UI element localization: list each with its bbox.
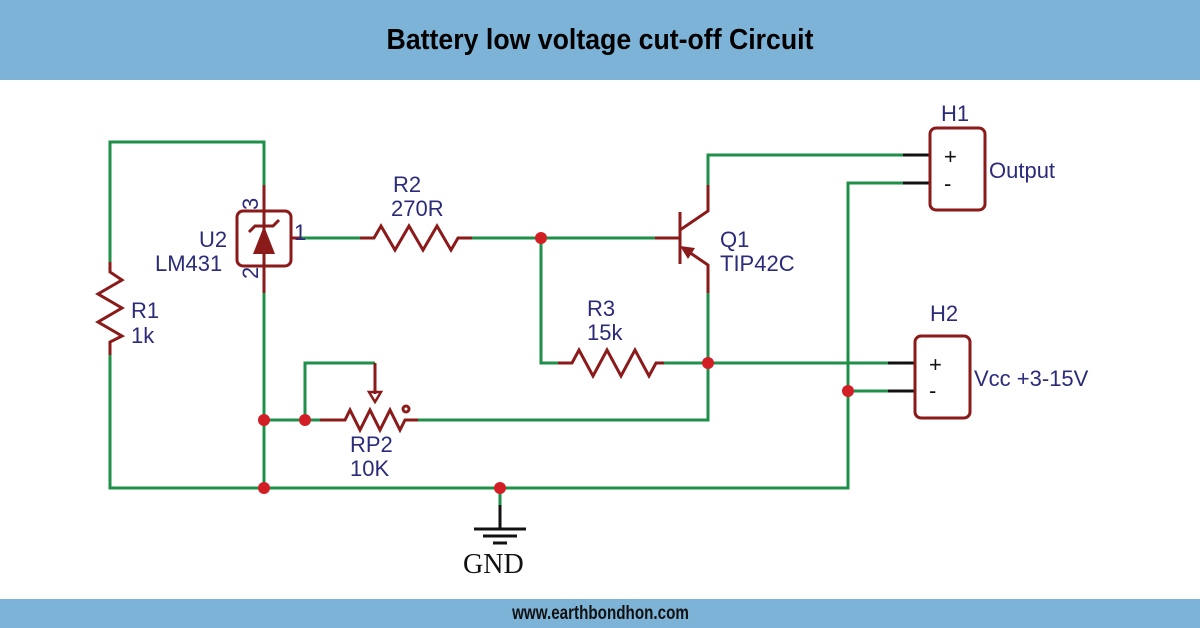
- rp2-value: 10K: [350, 456, 389, 481]
- header-h2[interactable]: H2 + - Vcc +3-15V: [888, 301, 1089, 420]
- wiper-arrow-icon: [366, 390, 384, 405]
- u2-pin3: 3: [238, 198, 263, 210]
- junction-dot: [258, 482, 270, 494]
- r3-ref: R3: [587, 296, 615, 321]
- u2-value: LM431: [155, 251, 222, 276]
- q1-ref: Q1: [720, 227, 749, 252]
- wire-emitter-rp2: [418, 293, 710, 422]
- shunt-regulator-u2[interactable]: U2 LM431 1 2 3: [155, 185, 306, 293]
- u2-body: [235, 209, 293, 268]
- footer-banner: www.earthbondhon.com: [0, 599, 1200, 628]
- title-banner: Battery low voltage cut-off Circuit: [0, 0, 1200, 80]
- resistor-icon: [95, 262, 126, 355]
- h1-minus: -: [944, 171, 951, 196]
- wire-top-left: [108, 140, 266, 262]
- pot-dot: [401, 404, 411, 414]
- wire-base-r3: [539, 238, 558, 365]
- wire-collector-out: [706, 153, 905, 185]
- ground-symbol: GND: [463, 505, 526, 580]
- footer-url[interactable]: www.earthbondhon.com: [511, 602, 689, 624]
- h2-minus: -: [929, 378, 936, 403]
- resistor-r2[interactable]: R2 270R: [360, 172, 472, 253]
- rp2-ref: RP2: [350, 432, 393, 457]
- zener-cathode-bar: [247, 218, 281, 234]
- junction-dot: [258, 414, 270, 426]
- r1-value: 1k: [131, 323, 155, 348]
- resistor-icon: [360, 223, 472, 253]
- junction-dot: [702, 357, 714, 369]
- h2-plus: +: [929, 352, 942, 377]
- q1-collector: [679, 185, 710, 232]
- h2-label: Vcc +3-15V: [974, 366, 1089, 391]
- r2-ref: R2: [393, 172, 421, 197]
- u2-ref: U2: [199, 227, 227, 252]
- junction-dot: [535, 232, 547, 244]
- h1-ref: H1: [941, 101, 969, 126]
- r1-ref: R1: [131, 298, 159, 323]
- junction-dot: [494, 482, 506, 494]
- header-h1[interactable]: H1 + - Output: [903, 101, 1055, 212]
- wires: [108, 140, 905, 505]
- potentiometer-rp2[interactable]: RP2 10K: [320, 363, 418, 481]
- pnp-arrow-icon: [680, 246, 695, 259]
- junction-dot: [299, 414, 311, 426]
- q1-value: TIP42C: [720, 251, 795, 276]
- u2-pin2: 2: [238, 267, 263, 279]
- transistor-q1[interactable]: Q1 TIP42C: [655, 185, 795, 293]
- page-title: Battery low voltage cut-off Circuit: [386, 23, 814, 56]
- wire-rp2-wiper: [303, 361, 375, 420]
- junction-dot: [842, 385, 854, 397]
- resistor-icon: [558, 346, 664, 380]
- potentiometer-icon: [320, 406, 418, 434]
- h1-plus: +: [944, 144, 957, 169]
- zener-diode-icon: [253, 226, 275, 254]
- gnd-label: GND: [463, 549, 524, 580]
- resistor-r1[interactable]: R1 1k: [95, 262, 159, 355]
- u2-pin1: 1: [294, 220, 306, 245]
- r3-value: 15k: [587, 320, 623, 345]
- r2-value: 270R: [391, 196, 444, 221]
- h2-ref: H2: [930, 301, 958, 326]
- h1-body: [928, 126, 987, 212]
- h1-label: Output: [989, 158, 1055, 183]
- wire-gnd-bus: [108, 181, 905, 490]
- h2-body: [913, 334, 972, 420]
- q1-emitter: [685, 248, 710, 293]
- resistor-r3[interactable]: R3 15k: [558, 296, 664, 380]
- junctions: [258, 232, 854, 494]
- schematic: R1 1k U2 LM431 1 2 3 R2 270R R3 15k RP2 …: [95, 101, 1089, 580]
